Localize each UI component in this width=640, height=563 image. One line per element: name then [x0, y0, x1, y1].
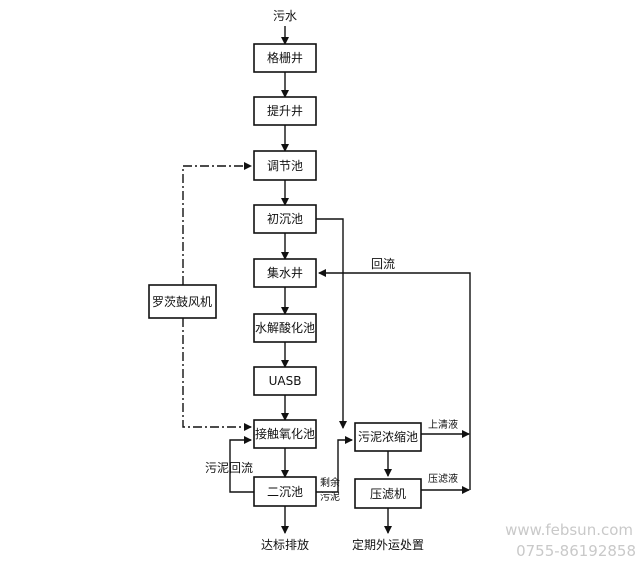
filtrate-label: 压滤液: [428, 472, 458, 485]
excess-sludge-label-1: 剩余: [320, 476, 340, 489]
return-flow-line: [318, 269, 471, 490]
primary-sludge-line: [316, 218, 347, 429]
sludge-return-label: 污泥回流: [205, 461, 253, 475]
node-secondary-settling-tank-label: 二沉池: [267, 485, 303, 499]
return-flow-label: 回流: [371, 257, 395, 271]
output-label: 达标排放: [261, 537, 309, 552]
excess-sludge-label-2: 污泥: [320, 490, 340, 503]
node-hydrolysis-tank-label: 水解酸化池: [255, 320, 315, 335]
watermark-site: www.febsun.com: [505, 521, 633, 539]
air-line-to-contact-oxidation: [182, 318, 252, 431]
air-line-to-equalization: [182, 162, 252, 285]
node-sludge-thickener-label: 污泥浓缩池: [358, 429, 418, 444]
node-collection-well-label: 集水井: [267, 265, 303, 280]
node-collection-well: 集水井: [253, 258, 317, 288]
node-hydrolysis-tank: 水解酸化池: [253, 313, 317, 343]
node-uasb-label: UASB: [269, 374, 302, 388]
node-grille-well: 格栅井: [253, 43, 317, 73]
node-primary-settling-tank: 初沉池: [253, 204, 317, 234]
node-equalization-tank: 调节池: [253, 150, 317, 181]
node-equalization-tank-label: 调节池: [267, 159, 303, 173]
node-filter-press: 压滤机: [354, 478, 422, 509]
node-filter-press-label: 压滤机: [370, 487, 406, 501]
node-roots-blower: 罗茨鼓风机: [148, 284, 217, 319]
input-label: 污水: [273, 9, 297, 23]
watermark-phone: 0755-86192858: [516, 542, 636, 560]
node-lift-well: 提升井: [253, 96, 317, 126]
node-roots-blower-label: 罗茨鼓风机: [152, 295, 212, 309]
node-primary-settling-tank-label: 初沉池: [267, 212, 303, 226]
node-grille-well-label: 格栅井: [267, 50, 303, 65]
node-contact-oxidation-tank-label: 接触氧化池: [255, 426, 315, 441]
node-uasb: UASB: [253, 366, 317, 396]
node-sludge-thickener: 污泥浓缩池: [354, 422, 422, 452]
excess-sludge-line: [316, 436, 353, 493]
disposal-label: 定期外运处置: [352, 537, 424, 552]
node-lift-well-label: 提升井: [267, 103, 303, 118]
supernatant-label: 上清液: [428, 418, 458, 431]
node-contact-oxidation-tank: 接触氧化池: [253, 419, 317, 449]
node-secondary-settling-tank: 二沉池: [253, 476, 317, 507]
sludge-return-line: [229, 436, 254, 493]
